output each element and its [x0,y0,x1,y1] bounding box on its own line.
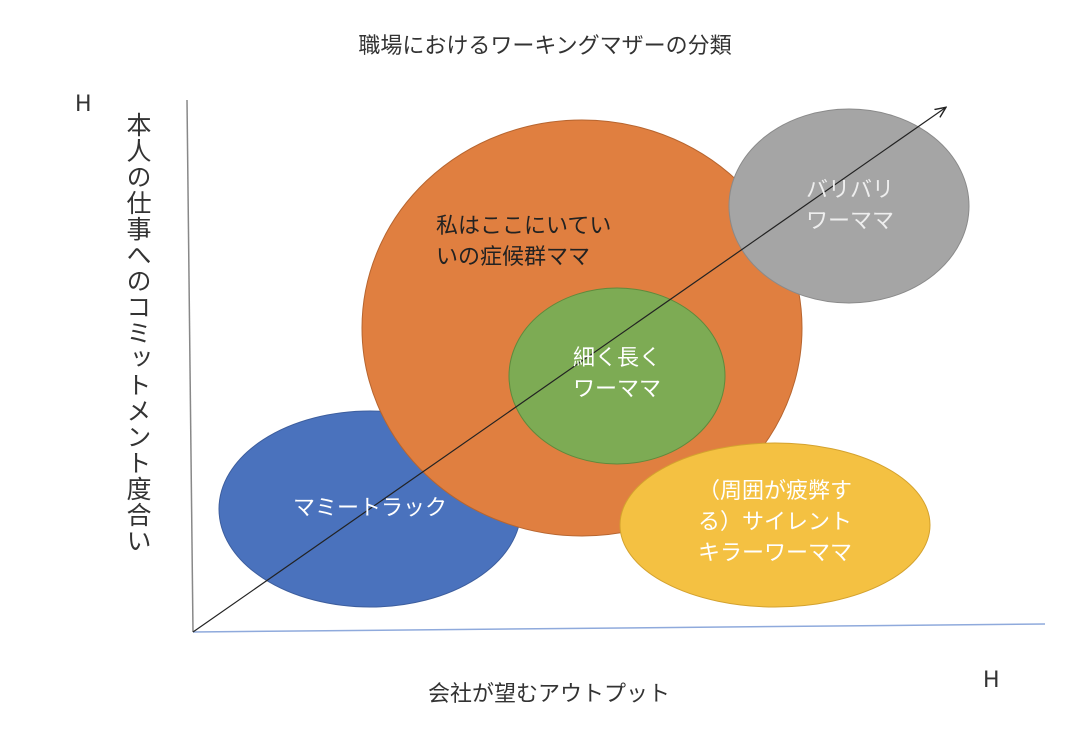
long-steady-ellipse [508,287,726,465]
high-performer-label: バリバリ ワーママ [770,175,930,237]
diagram-title: 職場におけるワーキングマザーの分類 [358,34,732,59]
imposter-label: 私はここにいてい いの症候群ママ [436,211,611,273]
y-axis-label: 本人の仕事へのコミットメント度合い [123,112,152,554]
label-line: バリバリ [805,178,894,203]
y-axis-high-marker: H [75,92,92,117]
label-line: 細く長く [572,346,661,371]
label-line: マミートラック [292,496,447,521]
label-line: （周囲が疲弊す [697,479,852,504]
label-line: る）サイレント [697,510,852,535]
diagonal-arrow [192,108,945,633]
high-performer-ellipse [728,108,970,304]
x-axis-label: 会社が望むアウトプット [428,682,671,707]
label-line: ワーママ [572,377,661,402]
long-steady-label: 細く長く ワーママ [537,343,697,405]
y-axis-line [186,99,194,633]
x-axis-high-marker: H [983,668,1000,693]
label-line: ワーママ [805,209,894,234]
label-line: キラーワーママ [697,541,852,566]
label-line: 私はここにいてい [436,214,612,239]
x-axis-line [192,623,1046,633]
silent-killer-label: （周囲が疲弊す る）サイレント キラーワーママ [665,476,885,569]
silent-killer-ellipse [619,442,931,608]
mommy-track-label: マミートラック [270,493,470,524]
label-line: いの症候群ママ [436,245,591,270]
